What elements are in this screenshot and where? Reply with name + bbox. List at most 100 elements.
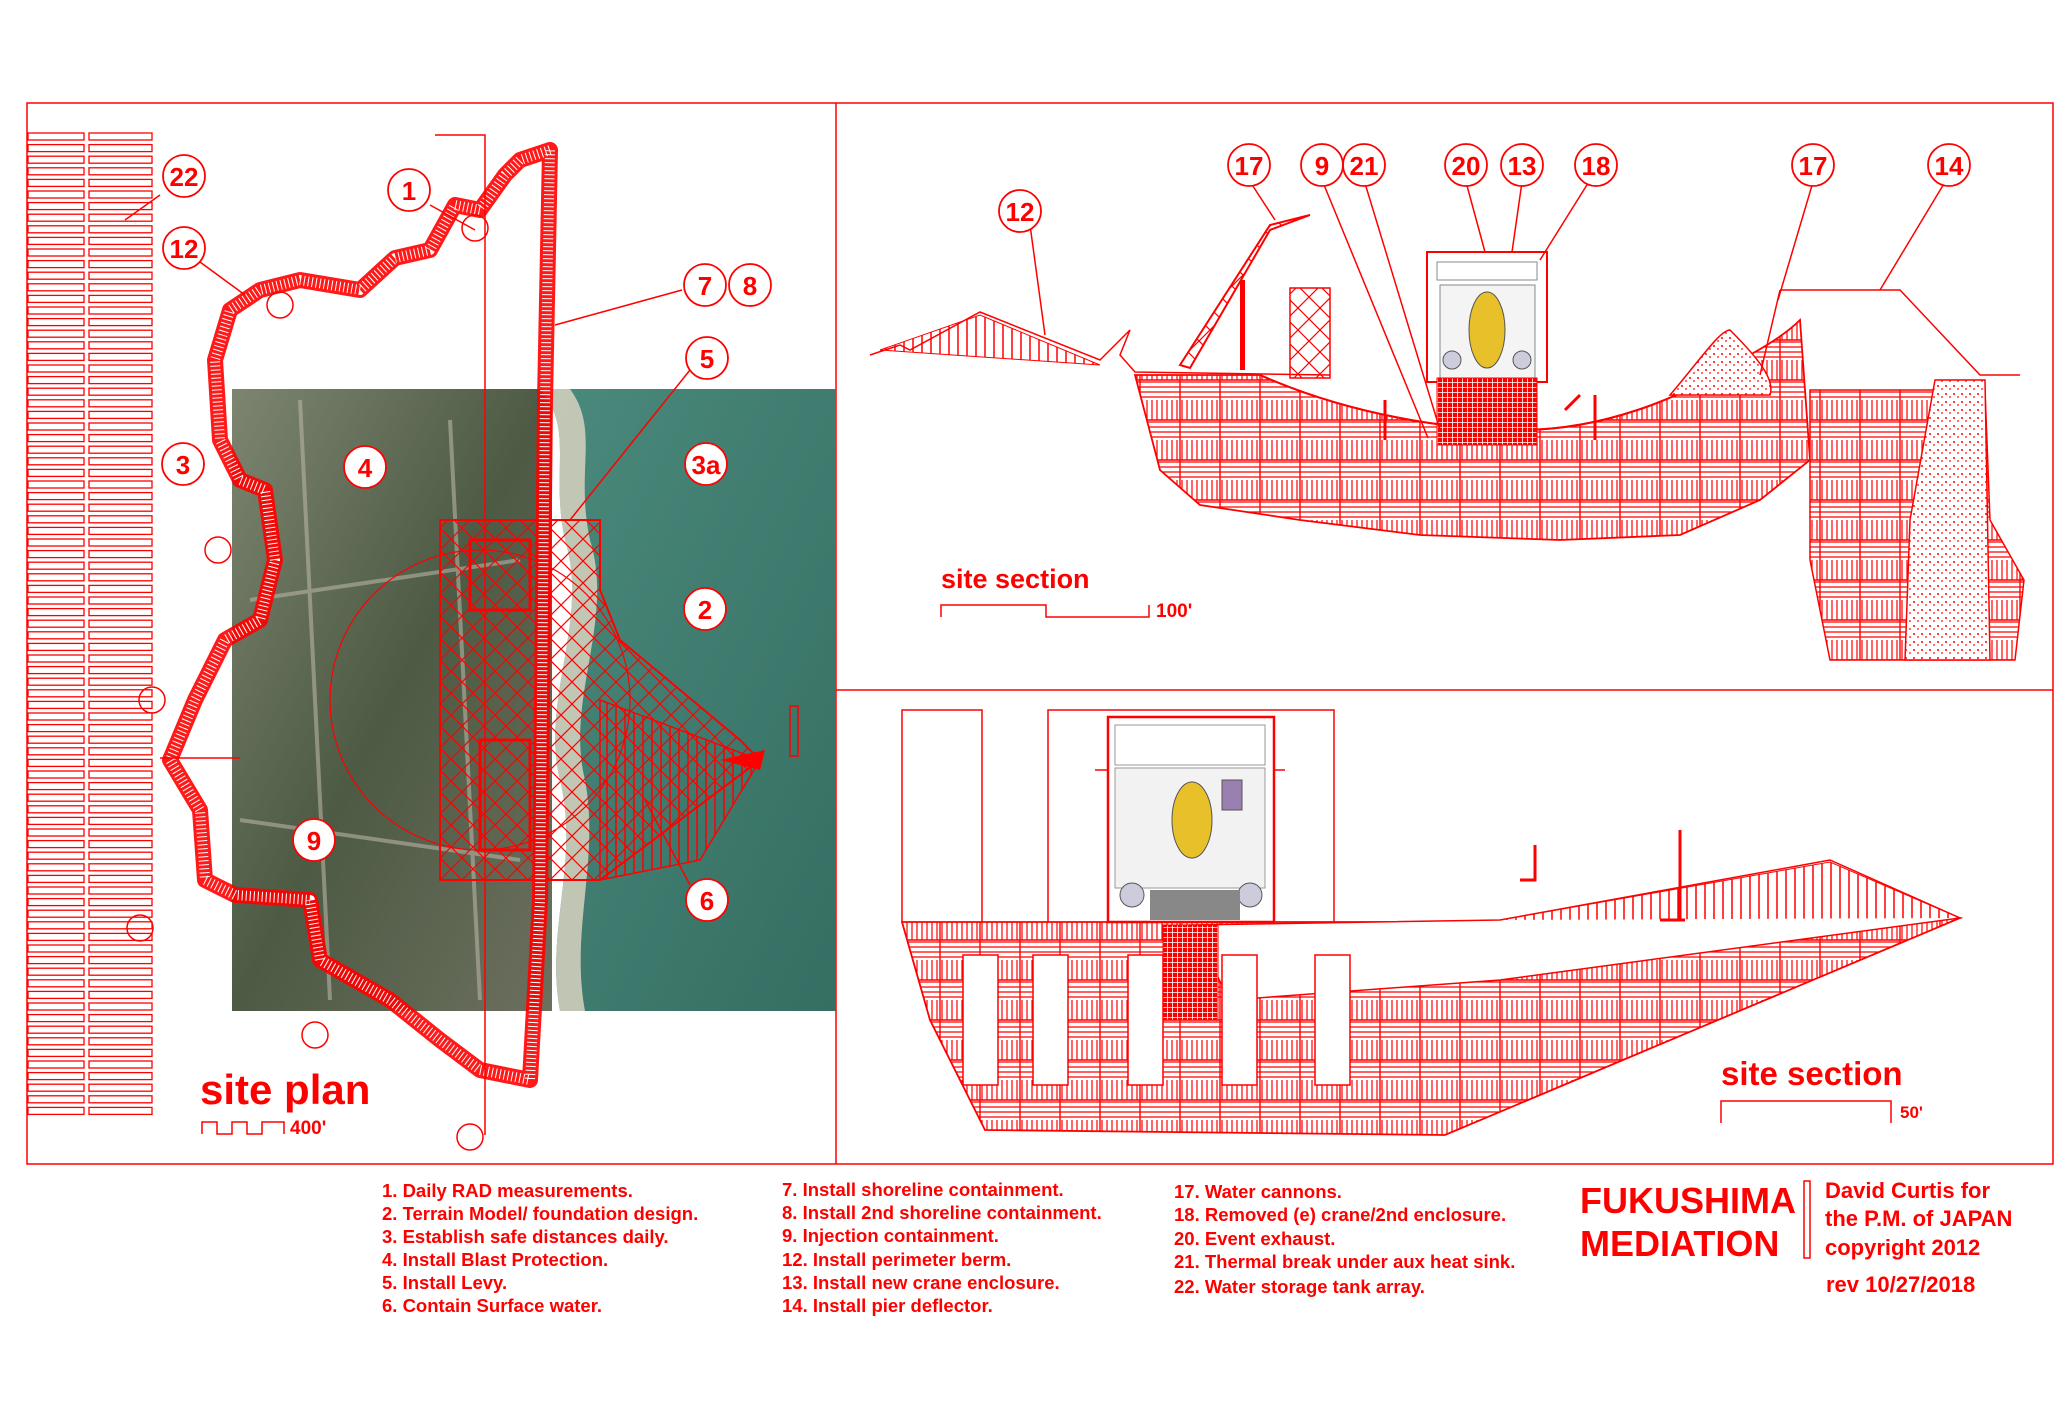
storage-tank: [88, 1013, 153, 1023]
site-section-bottom-scale-label: 50': [1900, 1103, 1923, 1122]
storage-tank: [88, 712, 153, 721]
legend-item: 13. Install new crane enclosure.: [782, 1272, 1060, 1293]
title-divider: [1803, 1180, 1811, 1259]
callout-9: 9: [292, 818, 336, 862]
author-line1: David Curtis for: [1825, 1178, 1990, 1203]
pier-deflector: [1668, 329, 1772, 396]
callout-1: 1: [387, 168, 431, 212]
blast-protection-hatch: [329, 519, 762, 881]
callout-label: 4: [358, 453, 373, 483]
project-title-line2: MEDIATION: [1580, 1223, 1779, 1264]
storage-tank: [88, 155, 153, 164]
storage-tank: [88, 271, 153, 280]
storage-tank: [27, 549, 85, 559]
storage-tank: [88, 410, 153, 420]
storage-tank: [88, 259, 153, 269]
legend: 1. Daily RAD measurements.2. Terrain Mod…: [382, 1179, 1515, 1316]
legend-item: 4. Install Blast Protection.: [382, 1249, 608, 1270]
callout-label: 3: [176, 450, 190, 480]
reactor-building-bottom: [1106, 715, 1276, 924]
scale-bar: [201, 1121, 285, 1135]
storage-tank: [27, 294, 85, 304]
storage-tank: [27, 480, 85, 489]
storage-tank: [27, 1002, 85, 1011]
callout-label: 1: [402, 176, 416, 206]
storage-tank: [88, 236, 153, 246]
storage-tank: [88, 955, 153, 965]
storage-tank: [27, 248, 85, 257]
storage-tank: [27, 306, 85, 315]
storage-tank: [88, 897, 153, 907]
storage-tank: [88, 909, 153, 918]
storage-tank: [27, 375, 85, 385]
scale-bar: [940, 604, 1150, 618]
storage-tank: [27, 1071, 85, 1081]
callout-label: 8: [743, 271, 757, 301]
storage-tank: [27, 271, 85, 280]
storage-tank: [27, 619, 85, 628]
thermal-break: [1162, 924, 1219, 1021]
storage-tank: [88, 828, 153, 837]
author-line3: copyright 2012: [1825, 1235, 1980, 1260]
legend-item: 2. Terrain Model/ foundation design.: [382, 1203, 698, 1224]
legend-item: 8. Install 2nd shoreline containment.: [782, 1202, 1102, 1223]
callout-3: 3: [161, 442, 205, 486]
storage-tank: [88, 248, 153, 257]
site-section-bottom: site section 50': [900, 709, 1964, 1136]
storage-tank: [27, 515, 85, 524]
storage-tank: [27, 596, 85, 605]
storage-tank: [27, 143, 85, 153]
storage-tank: [27, 283, 85, 292]
legend-item: 18. Removed (e) crane/2nd enclosure.: [1174, 1204, 1506, 1225]
storage-tank: [27, 631, 85, 640]
callout-4: 4: [343, 445, 387, 489]
storage-tank: [88, 178, 153, 188]
storage-tank: [88, 735, 153, 744]
storage-tank: [88, 642, 153, 652]
storage-tank: [27, 654, 85, 663]
callout-14: 14: [1927, 143, 1971, 187]
storage-tank: [27, 422, 85, 431]
storage-tank: [27, 886, 85, 895]
storage-tank: [88, 805, 153, 814]
storage-tank: [88, 596, 153, 605]
site-section-top-scale-label: 100': [1156, 601, 1192, 622]
storage-tank: [27, 1025, 85, 1034]
storage-tank: [27, 526, 85, 536]
storage-tank: [88, 700, 153, 710]
callout-21: 21: [1342, 143, 1386, 187]
storage-tank: [88, 422, 153, 431]
storage-tank: [88, 283, 153, 292]
storage-tank: [88, 979, 153, 988]
storage-tank: [88, 689, 153, 698]
callout-label: 5: [700, 344, 714, 374]
legend-item: 21. Thermal break under aux heat sink.: [1174, 1251, 1515, 1272]
storage-tank: [27, 573, 85, 582]
support-piers: [962, 954, 1351, 1086]
callout-label: 9: [1315, 151, 1329, 181]
callout-2: 2: [683, 587, 727, 631]
storage-tank: [27, 399, 85, 408]
callout-5: 5: [685, 336, 729, 380]
legend-item: 6. Contain Surface water.: [382, 1295, 602, 1316]
callout-label: 3a: [692, 450, 721, 480]
storage-tank: [88, 143, 153, 153]
storage-tank: [88, 863, 153, 872]
storage-tank: [88, 352, 153, 362]
site-plan-scale-label: 400': [290, 1118, 326, 1139]
storage-tank: [27, 225, 85, 234]
callout-12: 12: [998, 189, 1042, 233]
storage-tank: [27, 1106, 85, 1116]
storage-tank: [27, 921, 85, 930]
callout-6: 6: [685, 878, 729, 922]
storage-tank: [88, 573, 153, 582]
storage-tank: [88, 1037, 153, 1046]
storage-tank: [88, 758, 153, 768]
storage-tank: [27, 329, 85, 338]
storage-tank: [27, 874, 85, 884]
perimeter-berm: [160, 134, 799, 1135]
storage-tank: [27, 468, 85, 478]
storage-tank: [88, 468, 153, 478]
